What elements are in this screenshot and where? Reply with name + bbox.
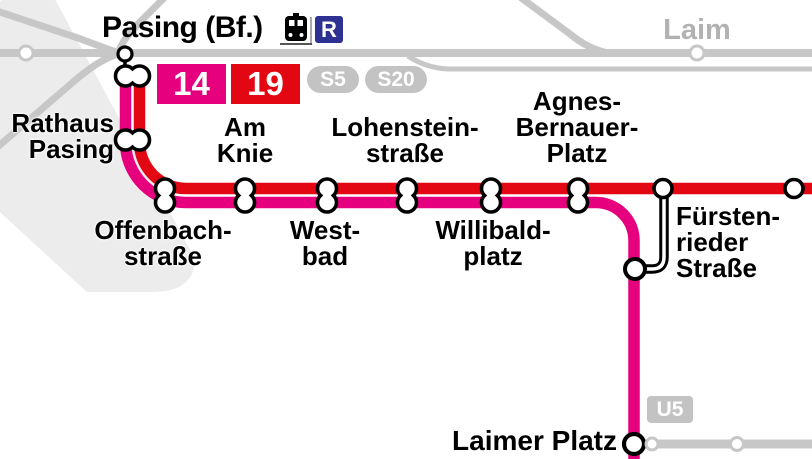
east-red-marker bbox=[783, 177, 805, 200]
westbad-marker bbox=[315, 177, 339, 214]
tram-14-badge: 14 bbox=[157, 64, 226, 104]
agnes-bernauer-platz-marker bbox=[566, 177, 590, 214]
s20-badge: S20 bbox=[365, 66, 427, 93]
fuerstenrieder-magenta-marker bbox=[623, 257, 647, 281]
tram-19-badge: 19 bbox=[231, 64, 300, 104]
label-laimer-platz: Laimer Platz bbox=[452, 425, 617, 456]
label-offenbachstrasse: Offenbach- straße bbox=[94, 215, 232, 271]
label-westbad: West- bad bbox=[289, 215, 361, 271]
station-markers bbox=[17, 44, 805, 457]
tram-line-14 bbox=[119, 66, 640, 459]
u5-stop-marker-1 bbox=[644, 436, 660, 452]
label-lohensteinstrasse: Lohenstein- straße bbox=[331, 112, 479, 168]
offenbachstrasse-marker bbox=[153, 177, 177, 214]
icon-divider bbox=[310, 17, 312, 43]
label-laim: Laim bbox=[663, 14, 731, 46]
willibaldplatz-marker bbox=[479, 177, 503, 214]
label-fuerstenrieder-strasse: Fürsten- rieder Straße bbox=[676, 201, 780, 283]
rail-badge: R bbox=[315, 16, 343, 43]
laimer-platz-marker bbox=[621, 431, 647, 457]
page-title: Pasing (Bf.) bbox=[102, 11, 263, 44]
pasing-area-shape bbox=[0, 0, 195, 292]
laim-marker bbox=[688, 44, 706, 62]
train-icon bbox=[279, 12, 313, 46]
lohensteinstrasse-marker bbox=[395, 177, 419, 214]
s5-badge: S5 bbox=[307, 66, 359, 93]
pasing-sbahn-marker bbox=[116, 45, 134, 63]
label-willibaldplatz: Willibald- platz bbox=[435, 215, 551, 271]
u5-stop-marker-2 bbox=[729, 436, 745, 452]
rathaus-pasing-marker bbox=[113, 128, 152, 152]
am-knie-marker bbox=[233, 177, 257, 214]
sbahn-stop-west-marker bbox=[17, 44, 35, 62]
fuerstenrieder-connector bbox=[646, 195, 669, 274]
label-am-knie: Am Knie bbox=[216, 112, 274, 168]
pasing-tram-marker bbox=[113, 64, 152, 88]
label-agnes-bernauer-platz: Agnes- Bernauer- Platz bbox=[515, 86, 639, 168]
label-rathaus-pasing: Rathaus Pasing bbox=[11, 108, 114, 164]
fuerstenrieder-red-marker bbox=[652, 177, 674, 200]
u5-badge: U5 bbox=[647, 396, 693, 423]
